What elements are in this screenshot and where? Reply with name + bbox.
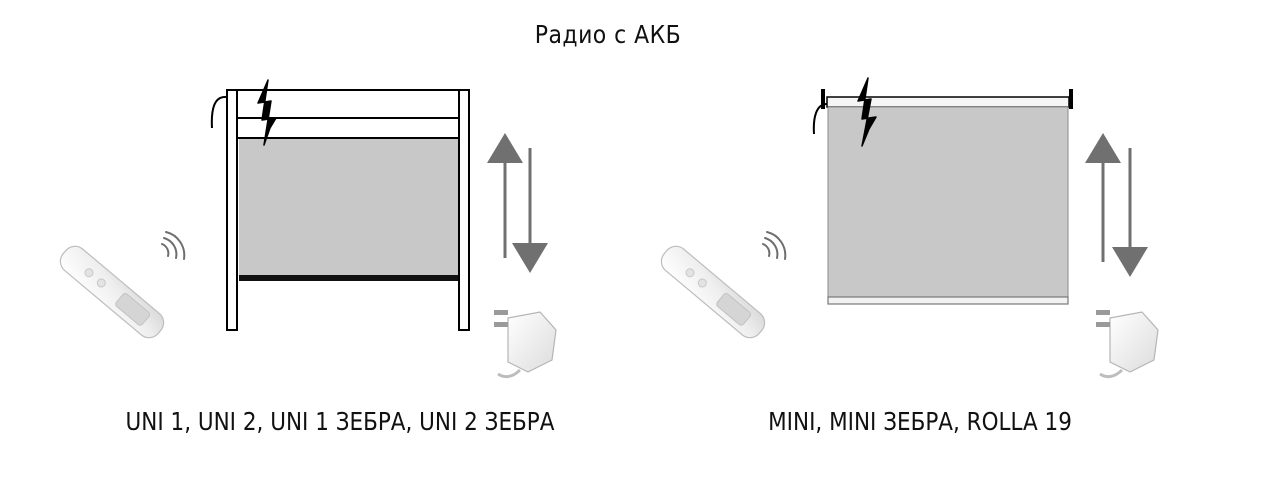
lightning-bolt-icon xyxy=(257,79,277,146)
left-panel xyxy=(59,79,557,379)
radio-waves-icon xyxy=(161,231,186,260)
right-panel xyxy=(660,77,1159,379)
mini-blind-fabric xyxy=(827,106,1069,298)
right-caption: MINI, MINI ЗЕБРА, ROLLA 19 xyxy=(768,407,1072,436)
mini-bracket-right xyxy=(1069,89,1073,109)
mini-bracket-left xyxy=(821,89,825,109)
mini-cable xyxy=(812,103,828,135)
left-caption: UNI 1, UNI 2, UNI 1 ЗЕБРА, UNI 2 ЗЕБРА xyxy=(125,407,555,436)
uni-cable xyxy=(210,95,227,129)
remote-control-icon xyxy=(660,245,766,339)
power-adapter-icon xyxy=(494,310,557,379)
mini-bottom-bar xyxy=(827,296,1069,305)
radio-waves-icon xyxy=(762,231,787,260)
diagram-title: Радио с АКБ xyxy=(534,20,682,49)
power-adapter-icon xyxy=(1096,310,1159,379)
uni-bottom-bar xyxy=(239,275,458,281)
uni-blind-fabric xyxy=(239,139,458,275)
remote-control-icon xyxy=(59,245,165,339)
lightning-bolt-icon xyxy=(857,77,877,147)
